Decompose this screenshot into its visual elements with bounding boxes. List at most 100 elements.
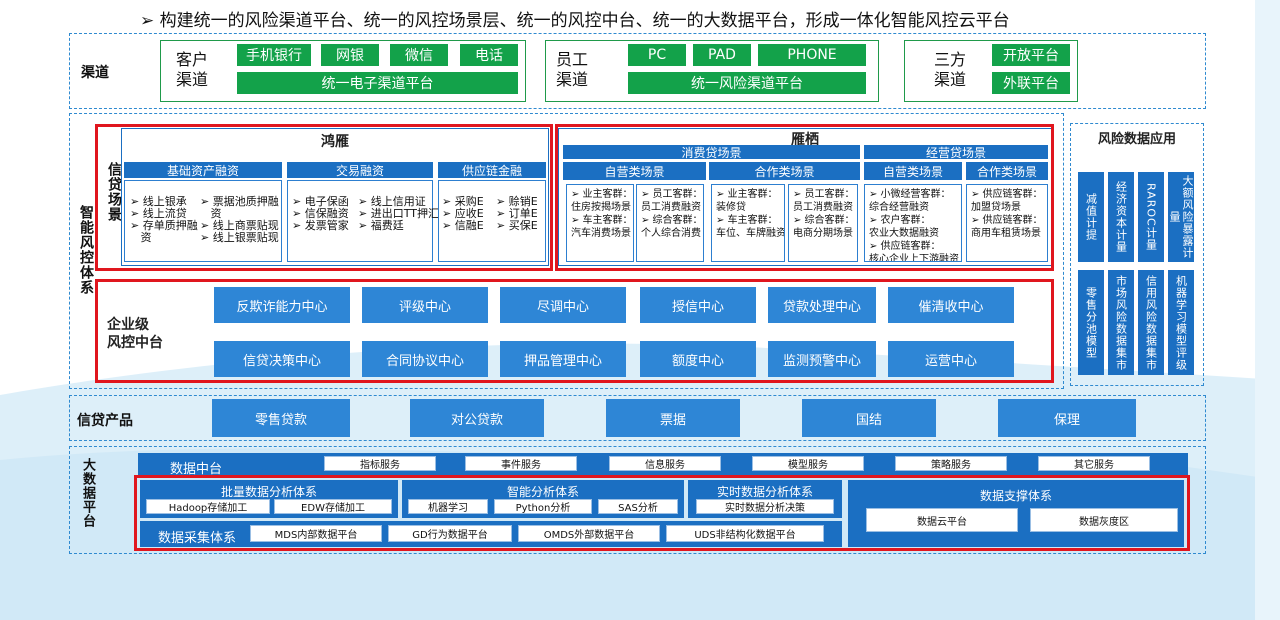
smart-analysis-title: 智能分析体系 bbox=[506, 485, 579, 499]
basic-asset-list-left: ➢ 线上银承 ➢ 线上流贷 ➢ 存单质押融 资 bbox=[130, 195, 198, 244]
basic-asset-list-right: ➢ 票据池质押融 资 ➢ 线上商票贴现 ➢ 线上银票贴现 bbox=[200, 195, 279, 244]
trade-finance-list-left: ➢ 电子保函 ➢ 信保融资 ➢ 发票管家 bbox=[292, 195, 349, 232]
python-analysis[interactable]: Python分析 bbox=[494, 499, 592, 514]
center-operations[interactable]: 运营中心 bbox=[888, 341, 1014, 377]
center-collection[interactable]: 催清收中心 bbox=[888, 287, 1014, 323]
data-collection-title: 数据采集体系 bbox=[158, 531, 237, 546]
intelligent-risk-section bbox=[69, 113, 1064, 389]
economic-capital[interactable]: 经济资本计量 bbox=[1108, 172, 1134, 262]
unified-risk-channel-platform[interactable]: 统一风险渠道平台 bbox=[628, 72, 866, 94]
data-middle-title: 数据中台 bbox=[170, 462, 223, 477]
channel-pad[interactable]: PAD bbox=[693, 44, 751, 66]
service-event[interactable]: 事件服务 bbox=[465, 456, 577, 471]
channel-section bbox=[69, 33, 1206, 109]
consumer-loan-header: 消费贷场景 bbox=[563, 145, 860, 160]
trade-finance-list-right: ➢ 线上信用证 ➢ 进出口TT押汇 ➢ 福费廷 bbox=[358, 195, 439, 232]
basic-asset-finance-box bbox=[124, 180, 282, 262]
raroc[interactable]: RAROC计量 bbox=[1138, 172, 1164, 262]
service-strategy[interactable]: 策略服务 bbox=[895, 456, 1007, 471]
center-due-diligence[interactable]: 尽调中心 bbox=[500, 287, 626, 323]
bigdata-label: 大数据平台 bbox=[80, 458, 95, 528]
consumer-self-header: 自营类场景 bbox=[563, 162, 706, 180]
supply-chain-finance-box bbox=[438, 180, 546, 262]
center-limit[interactable]: 额度中心 bbox=[640, 341, 756, 377]
risk-data-title: 风险数据应用 bbox=[1097, 132, 1176, 147]
consumer-coop-a: ➢ 业主客群： 装修贷 ➢ 车主客群： 车位、车牌融资 bbox=[711, 184, 785, 262]
gd-platform[interactable]: GD行为数据平台 bbox=[388, 525, 512, 542]
edw-storage[interactable]: EDW存储加工 bbox=[274, 499, 392, 514]
mds-platform[interactable]: MDS内部数据平台 bbox=[250, 525, 382, 542]
service-info[interactable]: 信息服务 bbox=[609, 456, 721, 471]
consumer-coop-header: 合作类场景 bbox=[709, 162, 860, 180]
product-retail-loan[interactable]: 零售贷款 bbox=[212, 399, 350, 437]
center-credit-grant[interactable]: 授信中心 bbox=[640, 287, 756, 323]
business-self-header: 自营类场景 bbox=[864, 162, 962, 180]
uds-platform[interactable]: UDS非结构化数据平台 bbox=[666, 525, 824, 542]
data-cloud-platform[interactable]: 数据云平台 bbox=[866, 508, 1018, 532]
realtime-analysis-title: 实时数据分析体系 bbox=[716, 485, 813, 499]
product-intl-settlement[interactable]: 国结 bbox=[802, 399, 936, 437]
channel-pc[interactable]: PC bbox=[628, 44, 686, 66]
product-bills[interactable]: 票据 bbox=[606, 399, 740, 437]
credit-risk-mart[interactable]: 信用风险数据集市 bbox=[1138, 270, 1164, 375]
realtime-decision[interactable]: 实时数据分析决策 bbox=[696, 499, 834, 514]
risk-data-section bbox=[1070, 123, 1204, 386]
product-corporate-loan[interactable]: 对公贷款 bbox=[410, 399, 544, 437]
business-coop-a: ➢ 供应链客群： 加盟贷场景 ➢ 供应链客群： 商用车租赁场景 bbox=[966, 184, 1048, 262]
ml-model-rating[interactable]: 机器学习模型评级 bbox=[1168, 270, 1194, 375]
risk-center-label: 企业级 风控中台 bbox=[107, 317, 163, 351]
market-risk-mart[interactable]: 市场风险数据集市 bbox=[1108, 270, 1134, 375]
business-coop-header: 合作类场景 bbox=[966, 162, 1048, 180]
center-contract[interactable]: 合同协议中心 bbox=[362, 341, 488, 377]
center-loan-processing[interactable]: 贷款处理中心 bbox=[768, 287, 876, 323]
business-loan-header: 经营贷场景 bbox=[864, 145, 1048, 160]
channel-phone[interactable]: 电话 bbox=[460, 44, 518, 66]
hongyan-title: 鸿雁 bbox=[321, 134, 349, 150]
page-title: ➢ 构建统一的风险渠道平台、统一的风控场景层、统一的风控中台、统一的大数据平台，… bbox=[140, 11, 1010, 31]
impairment-provision[interactable]: 减值计提 bbox=[1078, 172, 1104, 262]
channel-label: 渠道 bbox=[81, 65, 109, 81]
supply-chain-list-right: ➢ 赊销E ➢ 订单E ➢ 买保E bbox=[496, 195, 538, 232]
channel-mobile-bank[interactable]: 手机银行 bbox=[237, 44, 311, 66]
batch-analysis-title: 批量数据分析体系 bbox=[220, 485, 317, 499]
retail-pool-model[interactable]: 零售分池模型 bbox=[1078, 270, 1104, 375]
center-credit-decision[interactable]: 信贷决策中心 bbox=[214, 341, 350, 377]
credit-products-label: 信贷产品 bbox=[77, 413, 133, 429]
channel-wechat[interactable]: 微信 bbox=[390, 44, 448, 66]
center-collateral[interactable]: 押品管理中心 bbox=[500, 341, 626, 377]
customer-channel-label: 客户 渠道 bbox=[176, 50, 209, 89]
trade-finance-box bbox=[287, 180, 433, 262]
data-support-title: 数据支撑体系 bbox=[979, 489, 1052, 503]
data-gray-zone[interactable]: 数据灰度区 bbox=[1030, 508, 1178, 532]
intelligent-risk-label: 智能风控体系 bbox=[78, 205, 94, 295]
product-factoring[interactable]: 保理 bbox=[998, 399, 1136, 437]
consumer-self-b: ➢ 员工客群： 员工消费融资 ➢ 综合客群： 个人综合消费 bbox=[636, 184, 704, 262]
hadoop-storage[interactable]: Hadoop存储加工 bbox=[146, 499, 270, 514]
credit-products-section bbox=[69, 395, 1206, 441]
service-other[interactable]: 其它服务 bbox=[1038, 456, 1150, 471]
channel-open-platform[interactable]: 开放平台 bbox=[992, 44, 1070, 66]
channel-external-platform[interactable]: 外联平台 bbox=[992, 72, 1070, 94]
supply-chain-finance-header: 供应链金融 bbox=[438, 162, 546, 178]
center-anti-fraud[interactable]: 反欺诈能力中心 bbox=[214, 287, 350, 323]
service-model[interactable]: 模型服务 bbox=[752, 456, 864, 471]
center-rating[interactable]: 评级中心 bbox=[362, 287, 488, 323]
sas-analysis[interactable]: SAS分析 bbox=[598, 499, 678, 514]
service-indicator[interactable]: 指标服务 bbox=[324, 456, 436, 471]
unified-e-channel-platform[interactable]: 统一电子渠道平台 bbox=[237, 72, 518, 94]
channel-ebank[interactable]: 网银 bbox=[321, 44, 379, 66]
business-self-a: ➢ 小微经营客群： 综合经营融资 ➢ 农户客群： 农业大数据融资 ➢ 供应链客群… bbox=[864, 184, 962, 262]
trade-finance-header: 交易融资 bbox=[287, 162, 433, 178]
basic-asset-finance-header: 基础资产融资 bbox=[124, 162, 282, 178]
channel-phone-app[interactable]: PHONE bbox=[758, 44, 866, 66]
third-party-channel-label: 三方 渠道 bbox=[934, 50, 967, 89]
machine-learning[interactable]: 机器学习 bbox=[408, 499, 488, 514]
center-monitoring[interactable]: 监测预警中心 bbox=[768, 341, 876, 377]
consumer-coop-b: ➢ 员工客群： 员工消费融资 ➢ 综合客群： 电商分期场景 bbox=[788, 184, 858, 262]
consumer-self-a: ➢ 业主客群： 住房按揭场景 ➢ 车主客群： 汽车消费场景 bbox=[566, 184, 634, 262]
bigdata-section bbox=[69, 446, 1206, 554]
credit-scene-label: 信贷场景 bbox=[106, 162, 122, 222]
omds-platform[interactable]: OMDS外部数据平台 bbox=[518, 525, 660, 542]
large-exposure[interactable]: 大额风险暴露计量 bbox=[1168, 172, 1194, 262]
yanqi-title: 雁栖 bbox=[791, 132, 819, 148]
